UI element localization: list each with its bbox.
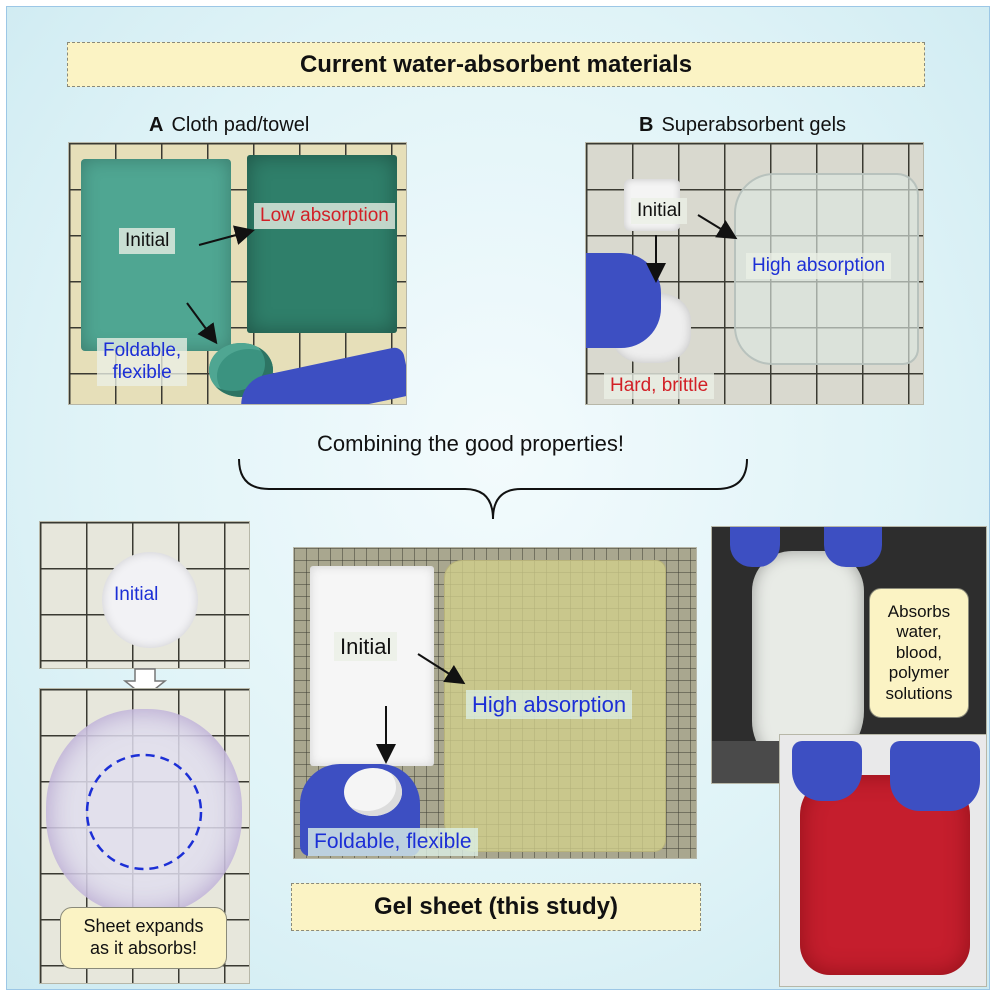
dry-gel-sheet: [310, 566, 434, 766]
panel-a-low-absorption-label: Low absorption: [254, 203, 395, 229]
wet-cloth-pad: [247, 155, 397, 333]
footer-title: Gel sheet (this study): [373, 893, 619, 920]
panel-a-letter: A: [149, 114, 164, 136]
brace-path: [238, 458, 748, 520]
absorbs-callout-text: Absorbs water, blood, polymer solutions: [885, 602, 953, 703]
arrow-initial-to-roll: [186, 302, 218, 345]
panel-a-photo: Initial Low absorption Foldable, flexibl…: [68, 142, 407, 405]
panel-b-photo: Initial High absorption Hard, brittle: [585, 142, 924, 405]
left-initial-label: Initial: [114, 584, 159, 605]
left-initial-photo: Initial: [39, 521, 250, 669]
arrow-initial-to-high: [417, 653, 466, 685]
glove-right: [890, 741, 980, 811]
center-high-absorption-label: High absorption: [466, 690, 633, 720]
panel-b-label: Superabsorbent gels: [661, 114, 847, 136]
right-blood-photo: [779, 734, 987, 987]
expand-callout-text: Sheet expands as it absorbs!: [83, 916, 204, 958]
panel-a-title: A Cloth pad/towel: [149, 114, 309, 137]
center-initial-label: Initial: [334, 632, 398, 662]
expanded-gel-disc: [46, 709, 242, 915]
panel-a-foldable-label: Foldable, flexible: [97, 338, 188, 386]
panel-a-initial-label: Initial: [119, 228, 176, 254]
panel-b-high-absorption-label: High absorption: [746, 253, 892, 279]
panel-a-label: Cloth pad/towel: [171, 114, 310, 136]
absorbs-callout: Absorbs water, blood, polymer solutions: [869, 588, 969, 718]
center-foldable-label: Foldable, flexible: [308, 828, 478, 857]
center-arrows: [376, 653, 466, 764]
header-title: Current water-absorbent materials: [299, 50, 693, 78]
glove-right: [824, 527, 882, 567]
header-banner: Current water-absorbent materials: [67, 42, 925, 87]
panel-b-initial-label: Initial: [631, 198, 688, 224]
panel-b-letter: B: [639, 114, 654, 136]
glove-left: [792, 741, 862, 801]
panel-b-title: B Superabsorbent gels: [639, 114, 846, 137]
panel-a-arrows: [186, 225, 255, 345]
footer-banner: Gel sheet (this study): [291, 883, 701, 931]
small-gel-disc: [102, 552, 198, 648]
initial-size-circle: [85, 753, 203, 871]
dashed-outline: [85, 753, 203, 871]
figure-frame: Current water-absorbent materials A Cloth…: [6, 6, 990, 990]
arrow-initial-to-high: [697, 214, 738, 240]
expand-callout: Sheet expands as it absorbs!: [60, 907, 227, 969]
arrow-initial-to-low: [198, 225, 255, 246]
center-photo: Initial High absorption Foldable, flexib…: [293, 547, 697, 859]
dry-cloth-pad: [81, 159, 231, 351]
rolled-gel-sheet: [344, 768, 402, 816]
panel-b-hard-brittle-label: Hard, brittle: [604, 373, 715, 399]
combine-text: Combining the good properties!: [317, 431, 624, 456]
glove-left: [730, 527, 780, 567]
panel-b-arrows: [646, 214, 738, 283]
